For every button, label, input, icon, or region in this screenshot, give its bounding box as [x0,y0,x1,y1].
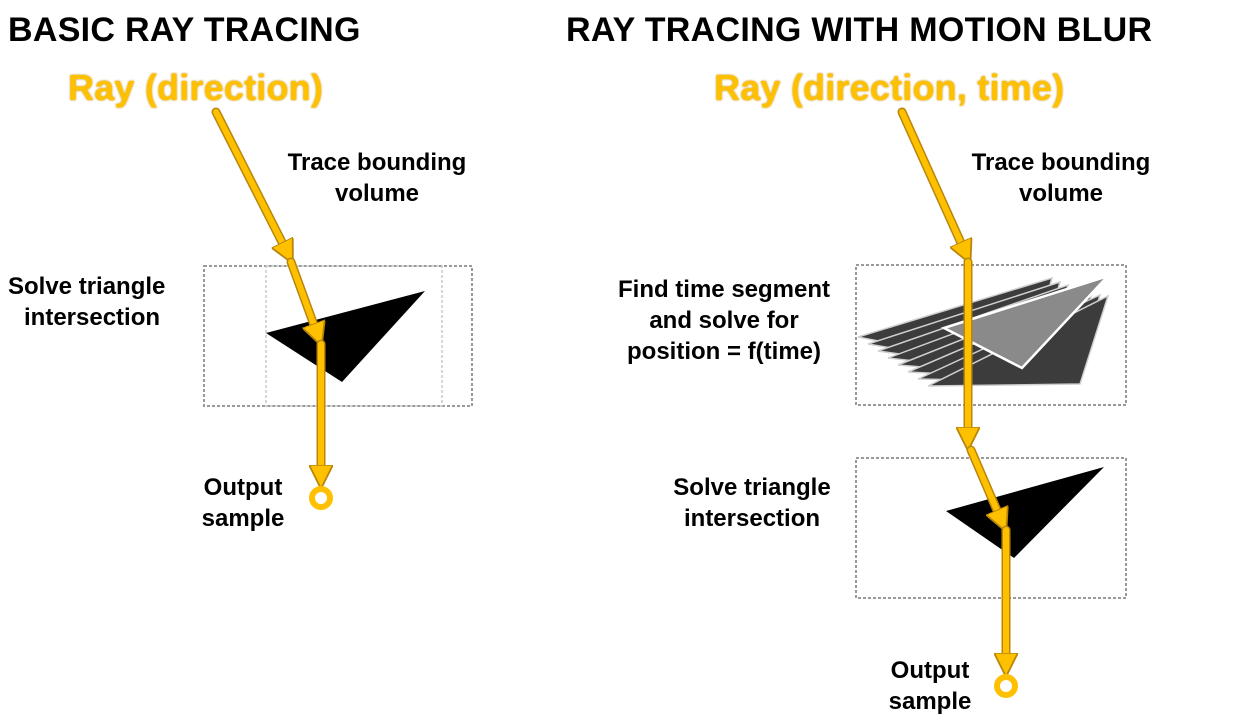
left-output-label-line2: sample [201,505,285,532]
left-ray-label: Ray (direction) [68,67,324,108]
right-trace-label-line1: Trace bounding [971,149,1151,176]
left-solve-label-line1: Solve triangle [8,273,166,300]
right-solve-label: Solve triangle intersection [656,472,848,534]
right-solve-label-line2: intersection [683,505,821,532]
left-trace-label-line1: Trace bounding [287,149,467,176]
left-solve-label: Solve triangle intersection [8,271,165,333]
right-find-label-line1: Find time segment [617,276,831,303]
right-intersection-box [855,457,1127,599]
left-triangle [266,291,425,382]
left-output-label: Output sample [186,472,300,534]
right-ray-label: Ray (direction, time) [714,67,1065,108]
left-title: BASIC RAY TRACING [8,11,361,49]
right-output-label-line1: Output [890,657,970,684]
right-find-label: Find time segment and solve for position… [598,274,850,367]
right-output-label: Output sample [870,655,990,717]
left-inner-box [265,265,443,407]
left-output-sample-circle [309,486,333,510]
right-bounding-volume-box [855,264,1127,406]
right-find-label-line3: position = f(time) [627,338,821,365]
right-trace-label-line2: volume [1018,180,1104,207]
right-output-sample-circle [994,674,1018,698]
right-trace-label: Trace bounding volume [950,147,1172,209]
left-ray [211,107,321,478]
right-solve-label-line1: Solve triangle [673,474,831,501]
right-triangle [946,467,1104,558]
right-find-label-line2: and solve for [649,307,799,334]
right-output-label-line2: sample [888,688,972,715]
right-ray [897,107,1006,666]
right-motion-triangles [857,273,1113,387]
left-solve-label-line2: intersection [24,304,161,331]
left-output-label-line1: Output [203,474,283,501]
right-title: RAY TRACING WITH MOTION BLUR [566,11,1153,49]
left-trace-label-line2: volume [334,180,420,207]
left-trace-label: Trace bounding volume [266,147,488,209]
